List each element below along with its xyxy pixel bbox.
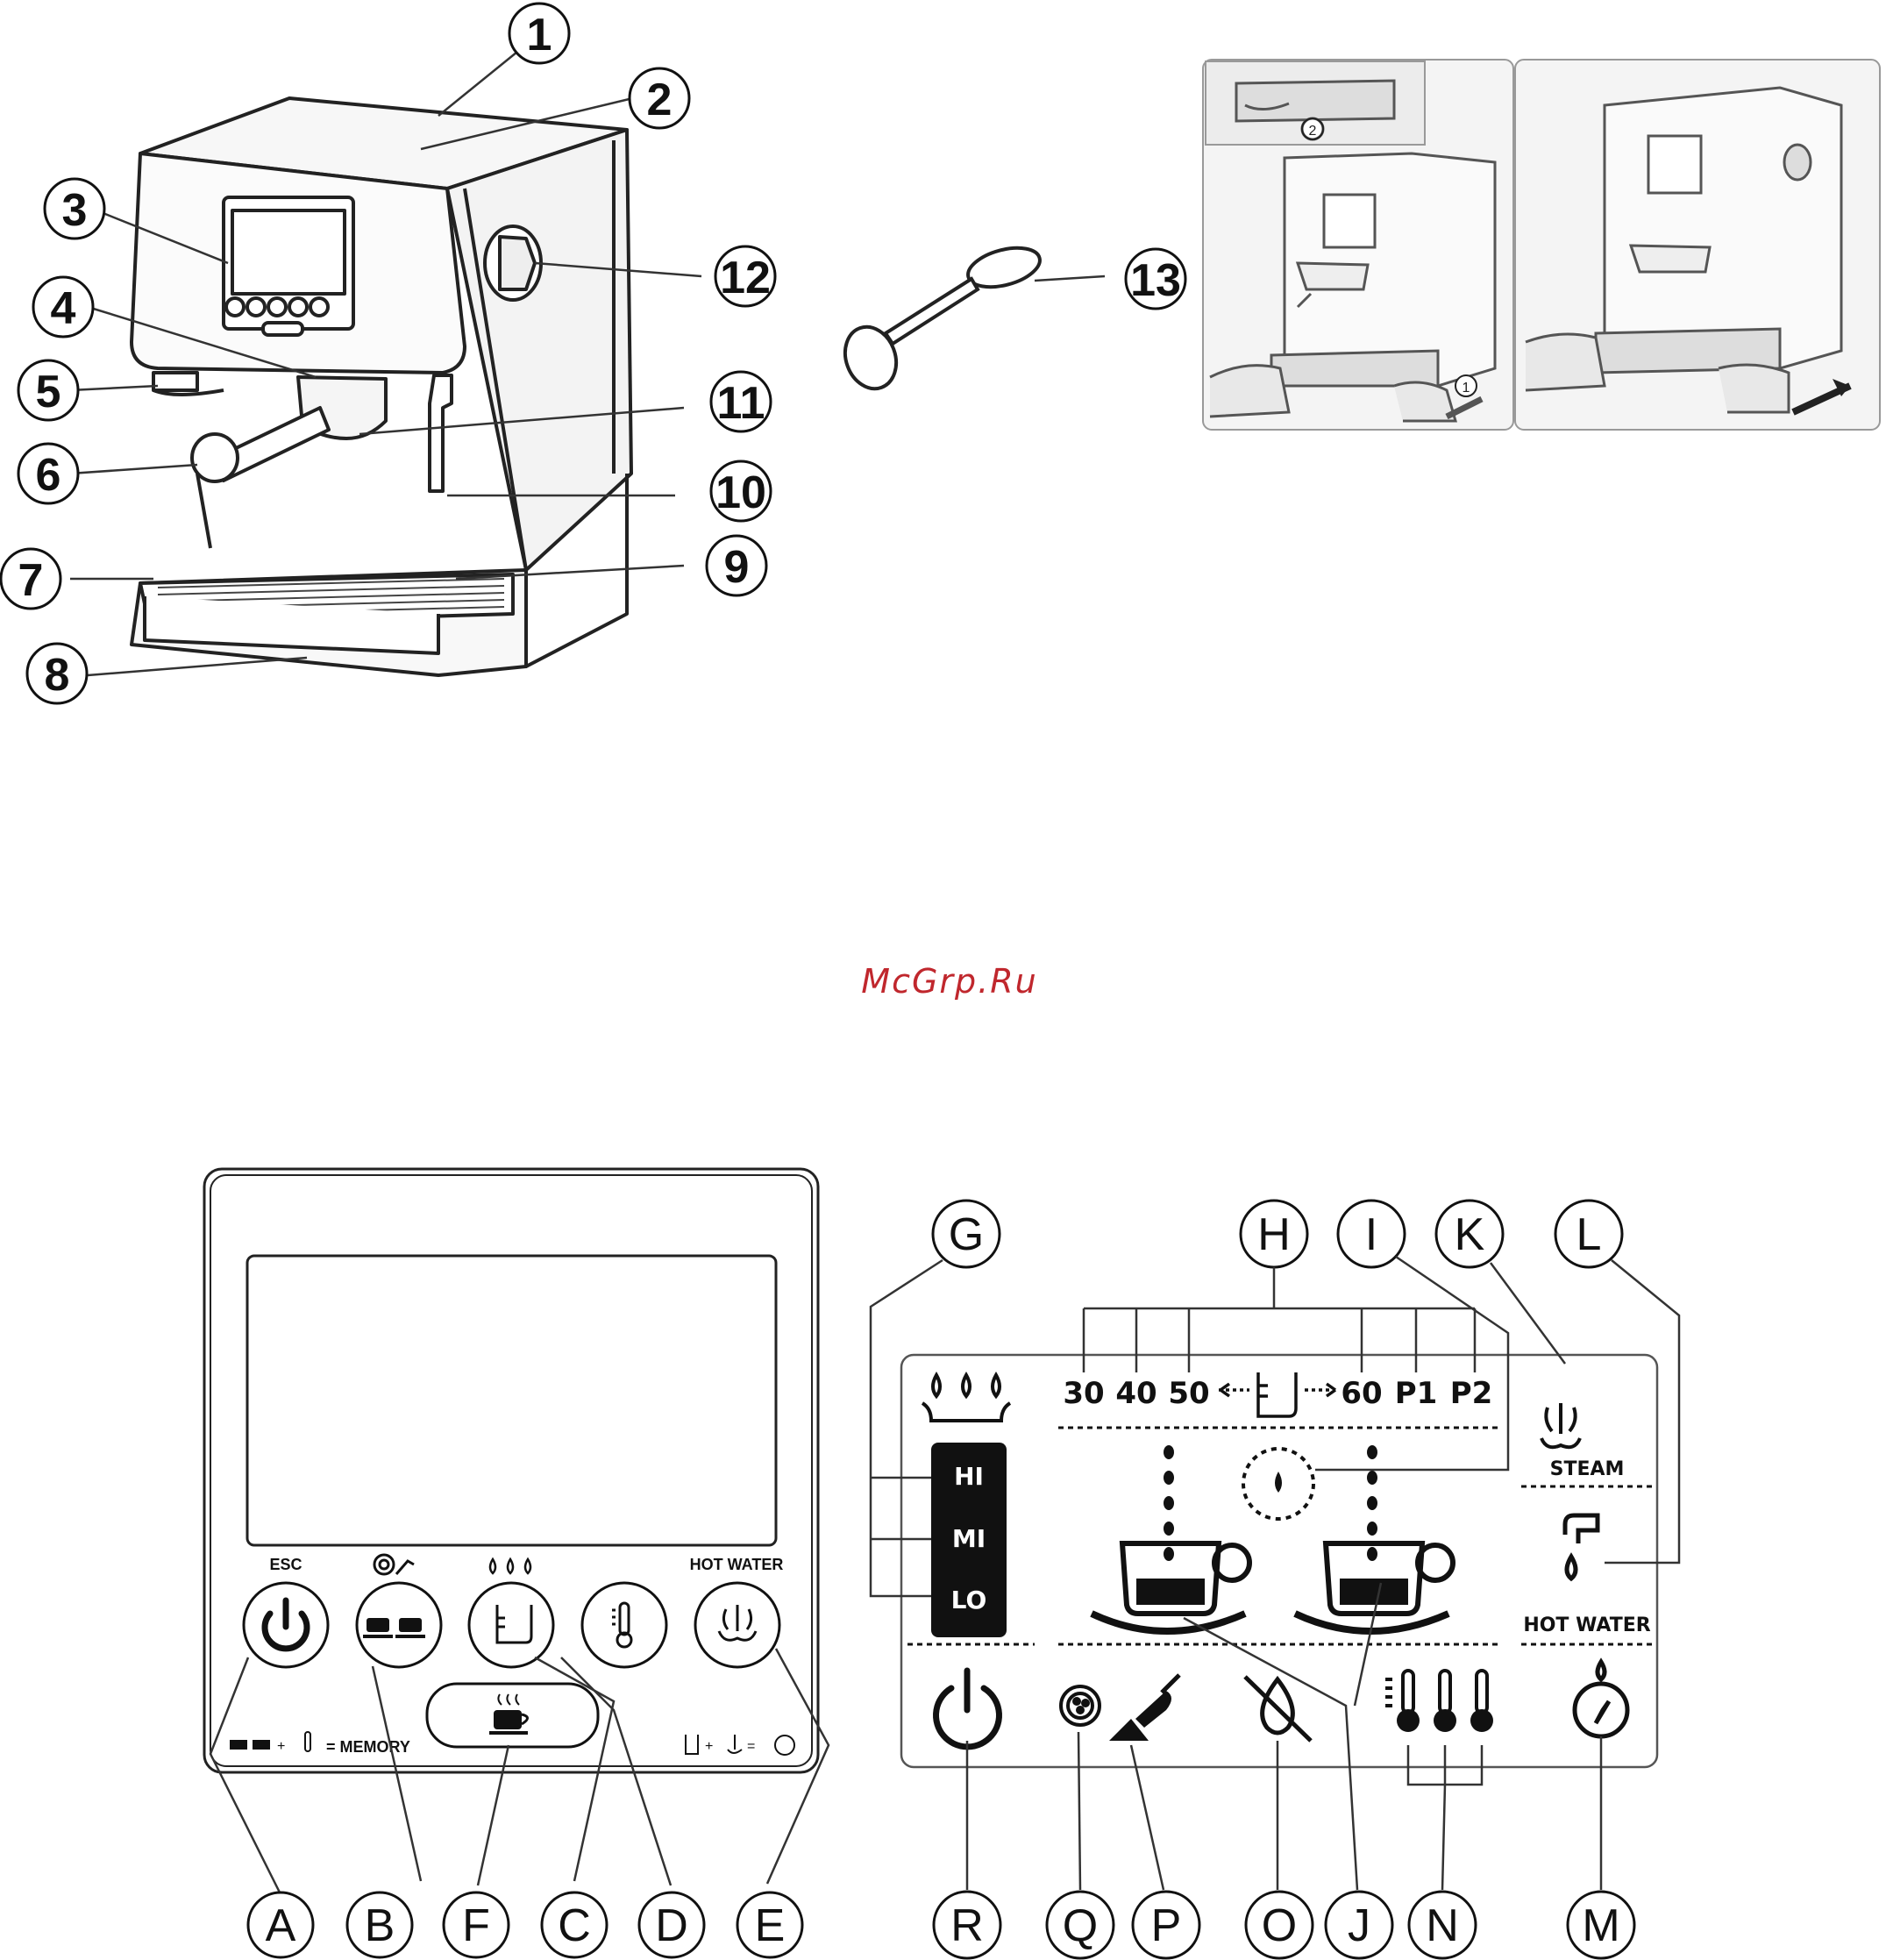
callout-2: 2	[647, 75, 673, 125]
espresso-machine-illustration	[132, 98, 631, 675]
callout-13: 13	[1130, 255, 1181, 306]
callout-10: 10	[715, 467, 766, 518]
callout-6: 6	[36, 450, 61, 501]
volume-50: 50	[1168, 1376, 1209, 1411]
callout-Q: Q	[1063, 1900, 1098, 1951]
volume-p1: P1	[1395, 1376, 1438, 1411]
callout-H: H	[1257, 1209, 1291, 1260]
level-hi: HI	[954, 1462, 984, 1491]
esc-label: ESC	[269, 1556, 302, 1573]
callout-O: O	[1262, 1900, 1297, 1951]
svg-text:2: 2	[1309, 124, 1317, 139]
volume-button[interactable]	[469, 1583, 553, 1667]
callout-F: F	[462, 1900, 490, 1951]
steam-button[interactable]	[695, 1583, 779, 1667]
callout-E: E	[755, 1900, 786, 1951]
callout-P: P	[1151, 1900, 1182, 1951]
callout-R: R	[950, 1900, 984, 1951]
filter-icon	[1061, 1686, 1100, 1725]
callout-8: 8	[45, 650, 70, 701]
svg-text:+: +	[705, 1739, 713, 1754]
callout-K: K	[1455, 1209, 1485, 1260]
callout-G: G	[949, 1209, 984, 1260]
control-panel: ESC HOT WATER	[204, 1169, 829, 1957]
callout-M: M	[1582, 1900, 1619, 1951]
volume-p2: P2	[1450, 1376, 1493, 1411]
hot-water-display-label: HOT WATER	[1523, 1614, 1650, 1636]
callout-J: J	[1348, 1900, 1370, 1951]
temperature-button[interactable]	[582, 1583, 666, 1667]
steam-knob	[485, 226, 541, 300]
watermark: McGrp.Ru	[861, 962, 1037, 1001]
level-lo: LO	[951, 1586, 987, 1614]
volume-60: 60	[1341, 1376, 1382, 1411]
memory-label: = MEMORY	[326, 1738, 410, 1756]
svg-text:1: 1	[1463, 381, 1470, 396]
callout-11: 11	[717, 378, 765, 429]
callout-7: 7	[18, 555, 44, 606]
steam-label: STEAM	[1550, 1458, 1625, 1480]
panel-lcd-screen	[247, 1256, 776, 1545]
callout-3: 3	[62, 185, 88, 236]
callout-4: 4	[51, 283, 76, 334]
level-mi: MI	[952, 1524, 986, 1553]
callout-12: 12	[720, 253, 771, 303]
double-cup-button[interactable]	[357, 1583, 441, 1667]
svg-text:+: +	[277, 1739, 285, 1754]
callout-B: B	[365, 1900, 395, 1951]
drip-tray-photo-left: 2 1	[1203, 60, 1513, 430]
callout-I: I	[1365, 1209, 1377, 1260]
callout-1: 1	[527, 10, 552, 61]
volume-40: 40	[1115, 1376, 1157, 1411]
lcd-display-legend: G H I K L HI MI LO	[871, 1201, 1679, 1958]
callout-N: N	[1426, 1900, 1459, 1951]
callout-9: 9	[724, 542, 750, 593]
volume-30: 30	[1063, 1376, 1104, 1411]
callout-D: D	[655, 1900, 688, 1951]
hot-water-label: HOT WATER	[690, 1556, 784, 1573]
brew-button[interactable]	[427, 1684, 598, 1747]
drip-tray-photo-right	[1515, 60, 1880, 430]
callout-L: L	[1576, 1209, 1602, 1260]
callout-5: 5	[36, 367, 61, 417]
svg-text:=: =	[747, 1739, 755, 1754]
power-button[interactable]	[244, 1583, 328, 1667]
callout-C: C	[558, 1900, 591, 1951]
tamper-spoon	[836, 241, 1043, 396]
callout-A: A	[266, 1900, 296, 1951]
